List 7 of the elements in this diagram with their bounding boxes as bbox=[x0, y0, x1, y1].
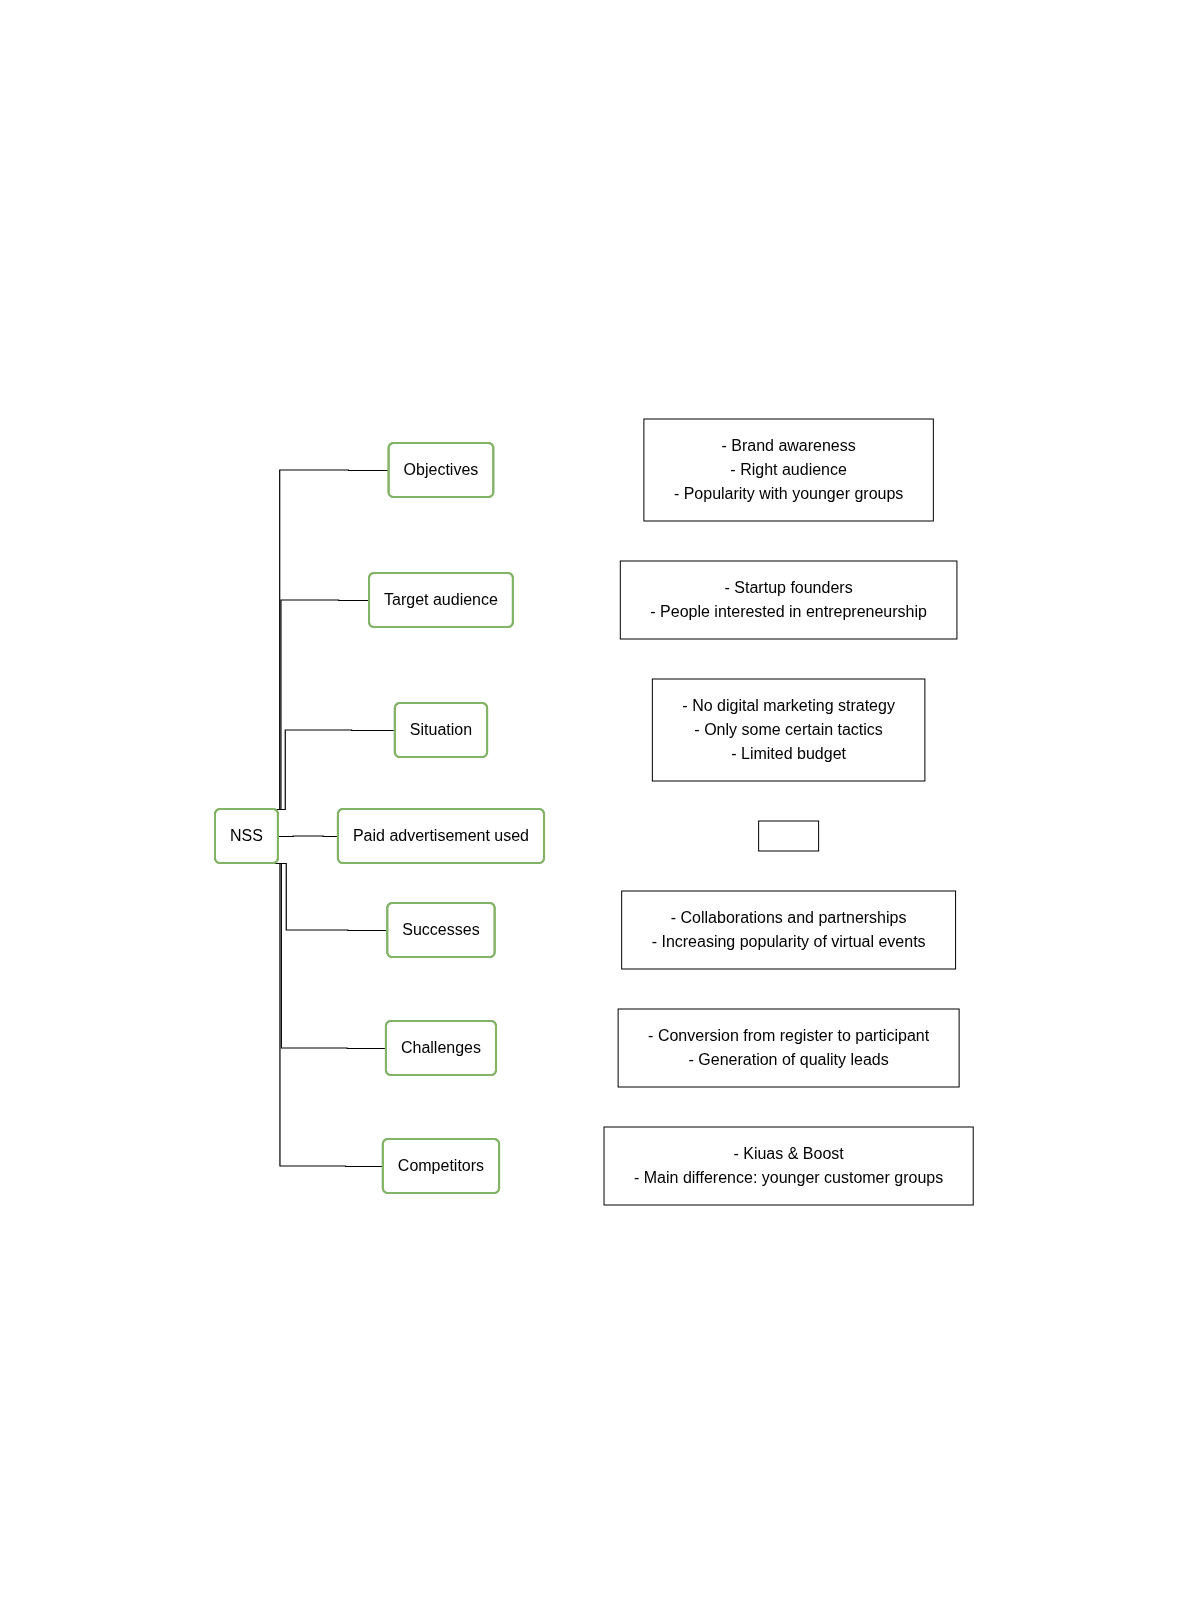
node-box: - Conversion from register to participant - Generation of quality leads bbox=[617, 1008, 960, 1088]
node-box: - No digital marketing strategy - Only some certain tactics - Limited budget bbox=[651, 678, 926, 782]
node-box bbox=[758, 820, 819, 852]
node-box: - Collaborations and partnerships - Increasing popularity of virtual events bbox=[621, 890, 956, 970]
node-box: - Startup founders - People interested in entrepreneurship bbox=[619, 560, 958, 640]
node-box: - Brand awareness - Right audience - Popularity with younger groups bbox=[643, 418, 934, 522]
node-box: - Kiuas & Boost - Main difference: younger customer groups bbox=[603, 1126, 974, 1206]
